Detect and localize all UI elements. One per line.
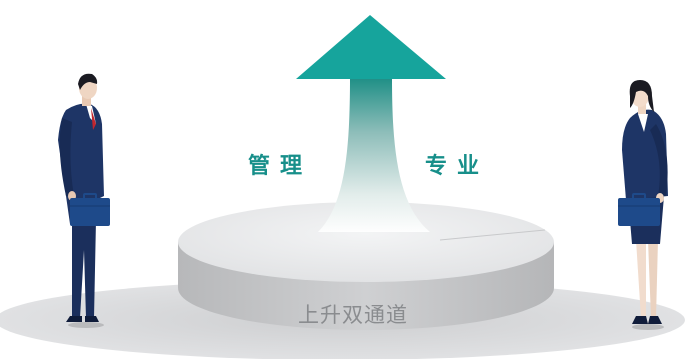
label-dual-channel: 上升双通道 — [298, 303, 408, 327]
platform-divider — [439, 229, 546, 241]
businessman-figure — [58, 73, 110, 328]
label-professional: 专业 — [425, 153, 489, 179]
arrow-head — [296, 15, 446, 79]
arrow-stem — [318, 78, 430, 232]
label-management: 管理 — [248, 153, 312, 179]
platform-top — [178, 202, 554, 282]
businesswoman-figure — [618, 80, 668, 330]
